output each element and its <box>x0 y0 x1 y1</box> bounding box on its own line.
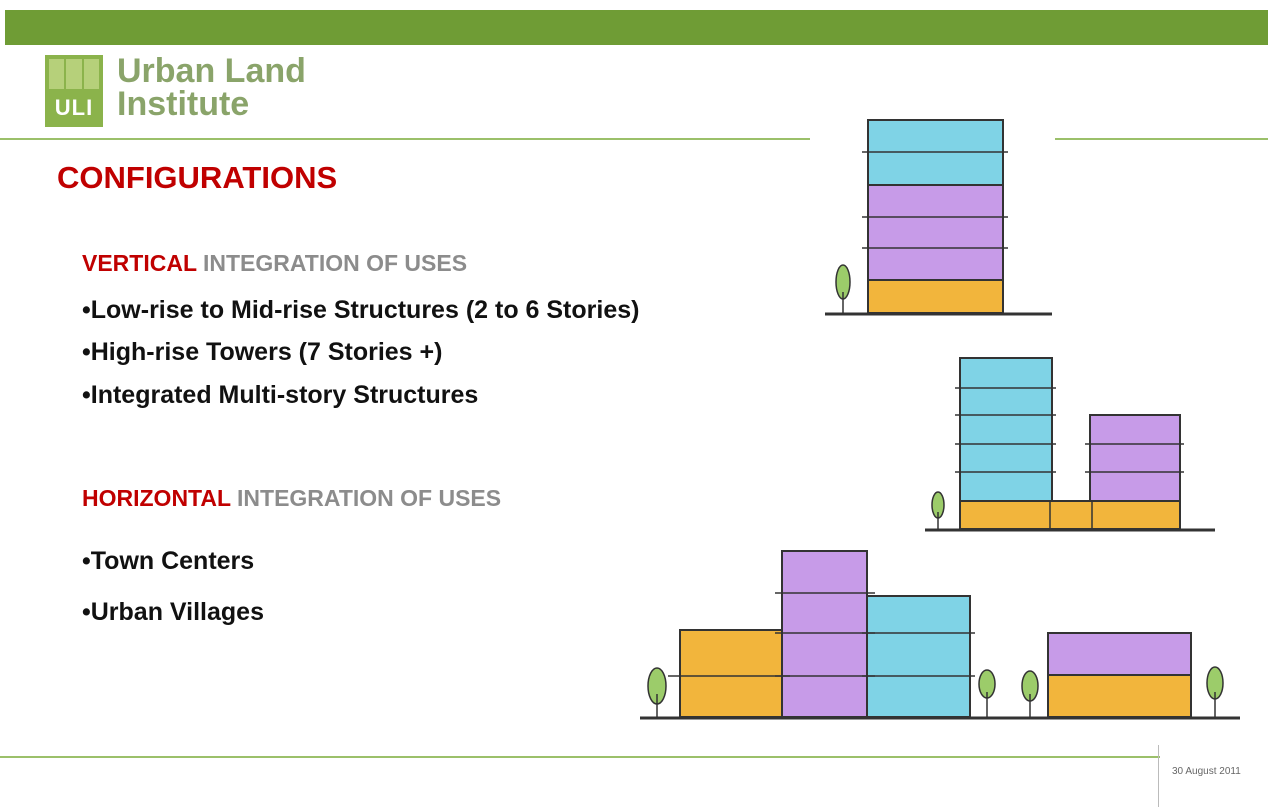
slide-title: CONFIGURATIONS <box>57 160 338 195</box>
footer-date: 30 August 2011 <box>1172 766 1241 777</box>
tree-icon <box>835 264 851 314</box>
horizontal-bullet-2: •Urban Villages <box>82 598 264 626</box>
logo-mark-text: ULI <box>54 95 94 120</box>
vertical-bullet-1: •Low-rise to Mid-rise Structures (2 to 6… <box>82 296 640 324</box>
vertical-heading: VERTICAL INTEGRATION OF USES <box>82 250 467 277</box>
vertical-tower-sketch <box>825 119 1052 316</box>
footer-rule <box>0 756 1160 758</box>
vertical-bullet-3: •Integrated Multi-story Structures <box>82 381 479 409</box>
horizontal-heading-rest: INTEGRATION OF USES <box>237 485 502 511</box>
vertical-keyword: VERTICAL <box>82 250 197 276</box>
footer-divider <box>1158 745 1159 807</box>
tree-icon <box>1206 666 1224 718</box>
tree-icon <box>931 491 945 530</box>
tree-icon <box>978 669 996 718</box>
horizontal-town-center-sketch <box>640 550 1240 720</box>
logo-wordmark: Urban Land Institute <box>117 52 306 123</box>
highrise-podium-sketch <box>925 357 1215 532</box>
logo-line-1: Urban Land <box>117 52 306 90</box>
horizontal-bullet-1: •Town Centers <box>82 547 255 575</box>
header-rule-right <box>1055 138 1268 140</box>
top-banner <box>5 10 1268 45</box>
logo-line-2: Institute <box>117 85 250 123</box>
uli-logo: ULI Urban Land Institute <box>45 52 306 127</box>
header-rule-left <box>0 138 810 140</box>
vertical-heading-rest: INTEGRATION OF USES <box>202 250 468 276</box>
tree-icon <box>647 667 667 718</box>
tree-icon <box>1021 670 1039 718</box>
horizontal-keyword: HORIZONTAL <box>82 485 231 511</box>
vertical-bullet-2: •High-rise Towers (7 Stories +) <box>82 338 443 366</box>
logo-mark: ULI <box>45 55 103 127</box>
horizontal-heading: HORIZONTAL INTEGRATION OF USES <box>82 485 501 512</box>
